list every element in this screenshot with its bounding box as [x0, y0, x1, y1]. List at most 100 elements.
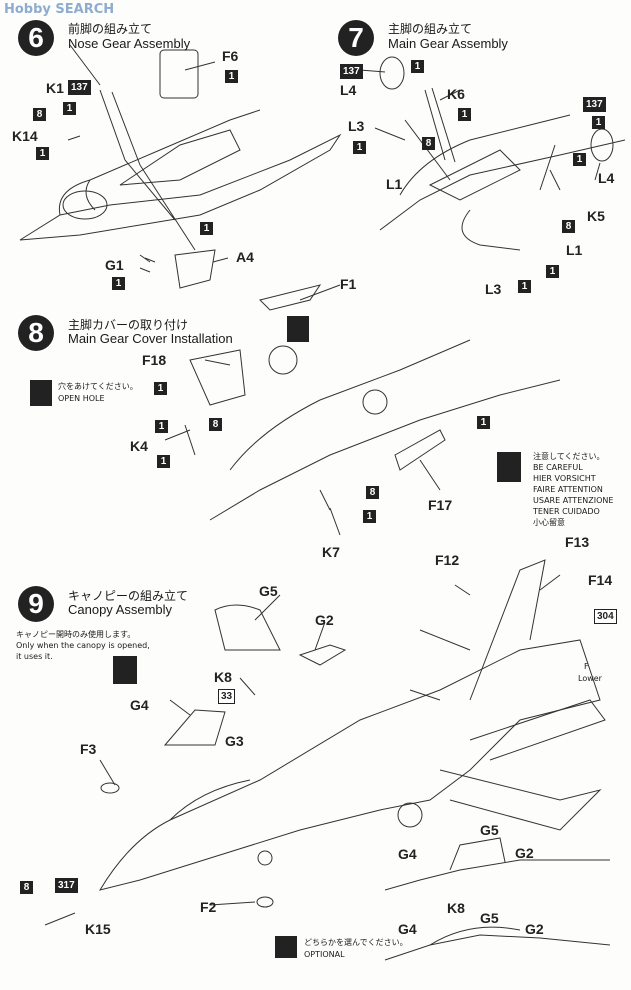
- step-7-title-jp: 主脚の組み立て: [388, 22, 473, 36]
- color-code-8: 8: [366, 486, 379, 499]
- part-g5-option-a: G5: [480, 822, 499, 838]
- caution-note-jp: 注意してください。: [533, 452, 605, 461]
- part-g4-option-b: G4: [398, 921, 417, 937]
- optional-note-en: OPTIONAL: [304, 950, 345, 959]
- color-code-8: 8: [33, 108, 46, 121]
- color-code-1: 1: [157, 455, 170, 468]
- part-g2-option-b: G2: [525, 921, 544, 937]
- color-code-8: 8: [562, 220, 575, 233]
- part-k6: K6: [447, 86, 465, 102]
- optional-icon: [275, 936, 297, 958]
- step-8-title-en: Main Gear Cover Installation: [68, 331, 233, 346]
- color-code-1: 1: [112, 277, 125, 290]
- part-g3: G3: [225, 733, 244, 749]
- part-f2: F2: [200, 899, 217, 915]
- open-hole-note-en: OPEN HOLE: [58, 394, 105, 403]
- front-arrow-label: F: [584, 662, 589, 671]
- color-code-137: 137: [68, 80, 91, 95]
- caution-note-4: USARE ATTENZIONE: [533, 496, 614, 505]
- step-7-number: 7: [338, 20, 374, 56]
- part-f14: F14: [588, 572, 613, 588]
- part-l1: L1: [386, 176, 403, 192]
- part-l4: L4: [340, 82, 357, 98]
- color-code-1: 1: [225, 70, 238, 83]
- part-f6: F6: [222, 48, 239, 64]
- canopy-note-en-2: it uses it.: [16, 652, 53, 661]
- part-k8-option-a: K8: [447, 900, 465, 916]
- color-code-8: 8: [422, 137, 435, 150]
- caution-note-zh: 小心留意: [533, 518, 565, 527]
- color-code-137: 137: [340, 64, 363, 79]
- part-f18: F18: [142, 352, 167, 368]
- color-code-1: 1: [458, 108, 471, 121]
- caution-icon: [113, 656, 137, 684]
- color-code-1: 1: [200, 222, 213, 235]
- color-code-1: 1: [353, 141, 366, 154]
- part-k5: K5: [587, 208, 605, 224]
- part-g5: G5: [259, 583, 278, 599]
- color-code-1: 1: [477, 416, 490, 429]
- step-7-title-en: Main Gear Assembly: [388, 36, 508, 51]
- part-g4-option-a: G4: [398, 846, 417, 862]
- part-k7: K7: [322, 544, 340, 560]
- step-8-title-jp: 主脚カバーの取り付け: [68, 318, 189, 332]
- color-code-1: 1: [155, 420, 168, 433]
- color-code-137: 137: [583, 97, 606, 112]
- part-a4: A4: [236, 249, 254, 265]
- step-9-title-en: Canopy Assembly: [68, 602, 173, 617]
- caution-note-3: FAIRE ATTENTION: [533, 485, 603, 494]
- part-f13: F13: [565, 534, 590, 550]
- part-g5-option-b: G5: [480, 910, 499, 926]
- caution-icon: [497, 452, 521, 482]
- color-code-8: 8: [20, 881, 33, 894]
- part-g4: G4: [130, 697, 149, 713]
- color-code-1: 1: [546, 265, 559, 278]
- part-l4: L4: [598, 170, 615, 186]
- caution-note-2: HIER VORSICHT: [533, 474, 596, 483]
- color-code-33: 33: [218, 689, 236, 704]
- part-g1: G1: [105, 257, 124, 273]
- part-l1: L1: [566, 242, 583, 258]
- part-k14: K14: [12, 128, 38, 144]
- color-code-1: 1: [573, 153, 586, 166]
- color-code-1: 1: [154, 382, 167, 395]
- canopy-note-jp: キャノピー開時のみ使用します。: [16, 630, 136, 639]
- step-6-number: 6: [18, 20, 54, 56]
- color-code-1: 1: [518, 280, 531, 293]
- part-g2-option-a: G2: [515, 845, 534, 861]
- drill-icon: [287, 316, 309, 342]
- step-6-title-en: Nose Gear Assembly: [68, 36, 191, 51]
- step-6-title-jp: 前脚の組み立て: [68, 22, 153, 36]
- color-code-1: 1: [363, 510, 376, 523]
- step-8-number: 8: [18, 315, 54, 351]
- caution-note-5: TENER CUIDADO: [533, 507, 600, 516]
- part-k4: K4: [130, 438, 148, 454]
- part-g2: G2: [315, 612, 334, 628]
- color-code-1: 1: [592, 116, 605, 129]
- drill-icon: [30, 380, 52, 406]
- caution-note-1: BE CAREFUL: [533, 463, 583, 472]
- part-f3: F3: [80, 741, 97, 757]
- color-code-1: 1: [36, 147, 49, 160]
- part-f12: F12: [435, 552, 460, 568]
- color-code-8: 8: [209, 418, 222, 431]
- part-l3: L3: [485, 281, 502, 297]
- open-hole-note-jp: 穴をあけてください。: [58, 382, 138, 391]
- optional-note-jp: どちらかを選んでください。: [304, 938, 408, 947]
- watermark-logo: Hobby SEARCH: [4, 2, 115, 17]
- part-k1: K1: [46, 80, 64, 96]
- color-code-1: 1: [63, 102, 76, 115]
- color-code-304: 304: [594, 609, 617, 624]
- part-f17: F17: [428, 497, 453, 513]
- color-code-317: 317: [55, 878, 78, 893]
- lower-label: Lower: [578, 674, 602, 683]
- canopy-note-en-1: Only when the canopy is opened,: [16, 641, 150, 650]
- step-9-title-jp: キャノピーの組み立て: [68, 589, 189, 603]
- step-9-number: 9: [18, 586, 54, 622]
- part-l3: L3: [348, 118, 365, 134]
- part-k15: K15: [85, 921, 111, 937]
- part-k8: K8: [214, 669, 232, 685]
- color-code-1: 1: [411, 60, 424, 73]
